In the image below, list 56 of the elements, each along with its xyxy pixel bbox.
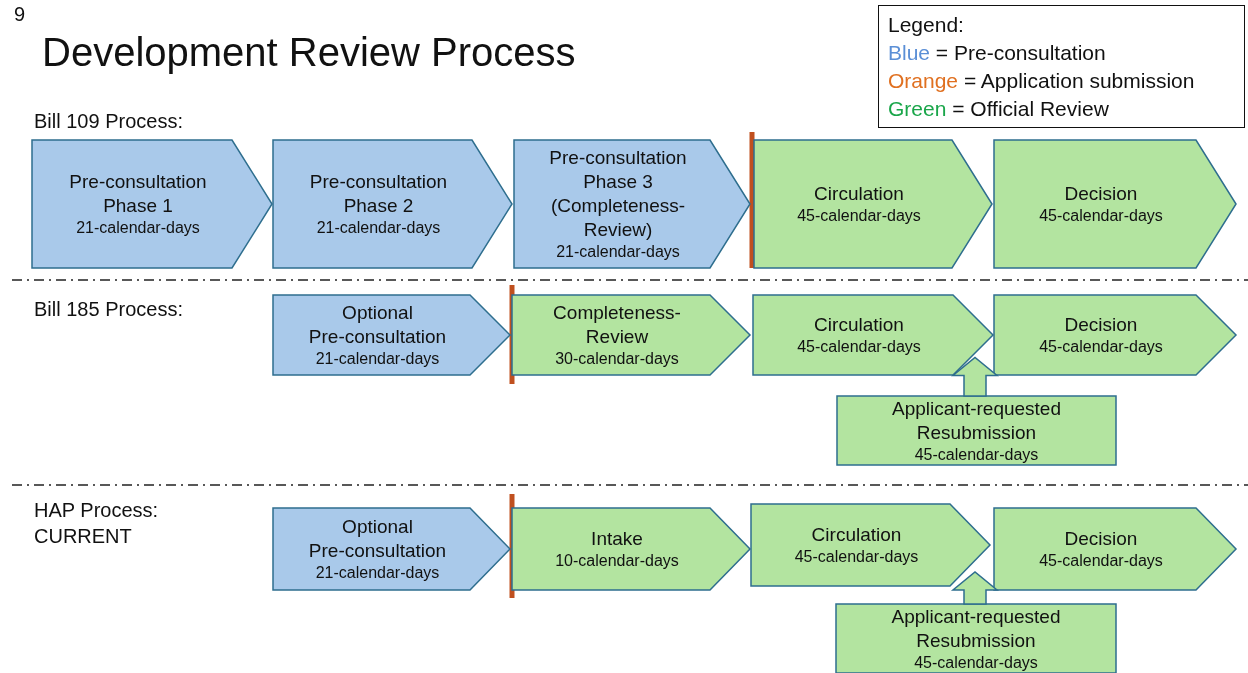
duration-text: 45-calendar-days [914,444,1039,465]
chevron-step [994,295,1236,375]
chevron-step [32,140,272,268]
step-name: Pre-consultation Phase 3 (Completeness-Review) [548,146,688,242]
step-name: Decision [1064,182,1138,206]
step-name: Completeness-Review [552,301,682,349]
step-name: Optional Pre-consultation [307,515,448,563]
duration-text: 45-calendar-days [794,547,919,567]
chevron-step [754,140,992,268]
block-arrow [950,571,1000,605]
step-name: Circulation [814,313,904,337]
duration-text: 10-calendar-days [555,551,679,571]
step-name: Circulation [814,182,904,206]
duration-text: 45-calendar-days [797,337,921,357]
duration-text: 45-calendar-days [1039,337,1163,357]
chevron-step [512,295,750,375]
chevron-step [514,140,750,268]
duration-text: 21-calendar-days [315,563,440,583]
chevron-step [994,508,1236,590]
block-arrow [950,356,1000,397]
duration-text: 45-calendar-days [914,652,1038,673]
legend-entry: Green = Official Review [888,96,1109,122]
duration-text: 30-calendar-days [555,349,679,369]
row-label: Bill 185 Process: [34,297,183,322]
step-name: Optional Pre-consultation [307,301,448,349]
duration-text: 21-calendar-days [556,242,680,262]
process-box [836,604,1116,673]
step-name: Decision [1064,527,1138,551]
chevron-step [751,504,990,586]
step-name: Intake [591,527,643,551]
duration-text: 21-calendar-days [315,349,440,369]
process-box [837,396,1116,465]
step-name: Pre-consultation Phase 1 [68,170,208,218]
duration-text: 45-calendar-days [1039,551,1163,571]
duration-text: 45-calendar-days [1039,206,1163,226]
title: Development Review Process [42,30,576,75]
page-number: 9 [14,2,26,27]
chevron-step [512,508,750,590]
step-name: Circulation [811,523,902,547]
legend-entry: Orange = Application submission [888,68,1195,94]
chevron-step [994,140,1236,268]
duration-text: 45-calendar-days [797,206,921,226]
row-label: Bill 109 Process: [34,109,183,134]
duration-text: 21-calendar-days [76,218,200,238]
chevron-step [273,140,512,268]
chevron-step [753,295,993,375]
chevron-step [273,508,510,590]
legend-title: Legend: [888,12,964,38]
step-name: Applicant-requested Resubmission [891,396,1062,445]
step-name: Applicant-requested Resubmission [890,604,1062,653]
legend-entry: Blue = Pre-consultation [888,40,1106,66]
step-name: Decision [1064,313,1138,337]
row-label: HAP Process: CURRENT [34,498,160,549]
chevron-step [273,295,510,375]
duration-text: 21-calendar-days [316,218,441,238]
step-name: Pre-consultation Phase 2 [308,170,449,218]
